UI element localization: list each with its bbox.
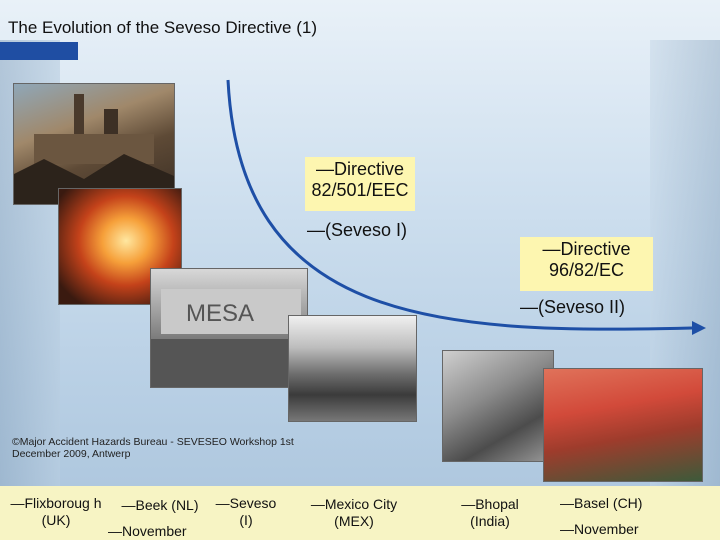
mexico-photo: [288, 315, 417, 422]
slide-title: The Evolution of the Seveso Directive (1…: [8, 18, 317, 37]
flixborough-label: —Flixboroug h (UK): [10, 495, 102, 528]
basel-photo: [543, 368, 703, 482]
bhopal-label: —Bhopal (India): [461, 496, 519, 529]
directive-96-82-label: —Directive 96/82/EC: [520, 237, 653, 291]
directive-82-501-label: —Directive 82/501/EEC: [305, 157, 415, 211]
svg-text:MESA: MESA: [186, 300, 254, 327]
beek-date-label: —November: [108, 523, 187, 539]
evolution-arrow-head: [692, 321, 706, 335]
title-accent-bar: [0, 42, 78, 60]
seveso-one-label: —(Seveso I): [307, 220, 408, 240]
basel-label: —Basel (CH): [560, 495, 643, 511]
basel-date-label: —November: [560, 521, 639, 537]
mexico-city-label: —Mexico City (MEX): [310, 496, 398, 529]
photo-credit: ©Major Accident Hazards Bureau - SEVESEO…: [12, 436, 294, 460]
factory-wall-graphic: MESA: [151, 289, 307, 387]
seveso-label: —Seveso (I): [215, 495, 277, 528]
seveso-photo: MESA: [150, 268, 308, 388]
beek-label: —Beek (NL): [121, 497, 199, 513]
bhopal-photo: [442, 350, 554, 462]
accident-label-band: [0, 486, 720, 540]
seveso-two-label: —(Seveso II): [520, 297, 626, 317]
evolution-curve-line: [226, 79, 693, 331]
